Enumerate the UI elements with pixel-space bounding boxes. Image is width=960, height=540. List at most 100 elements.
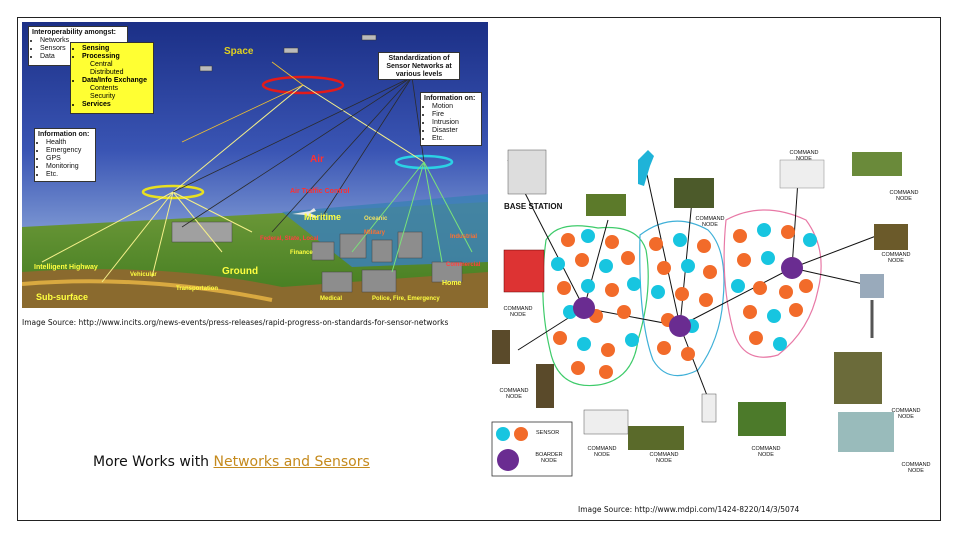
right-image-source: Image Source: http://www.mdpi.com/1424-8… (578, 505, 800, 514)
legend-boarder-label: BOARDER NODE (535, 452, 563, 464)
soldier-standing-icon (536, 364, 554, 408)
cluster-right (723, 209, 822, 358)
label-ground: Ground (222, 266, 259, 277)
sensor-node (681, 347, 695, 361)
police-car-icon (583, 409, 629, 435)
interop-title: Interoperability amongst: (32, 29, 117, 36)
radar-icon (860, 274, 884, 298)
boarder-node (573, 297, 595, 319)
sensor-node (731, 279, 745, 293)
sensor-node (577, 337, 591, 351)
sensor-node (617, 305, 631, 319)
sensor-node (673, 233, 687, 247)
command-node-label: COMMAND NODE (751, 446, 781, 458)
label-space: Space (224, 46, 254, 57)
sensor-node (681, 259, 695, 273)
sensor-node (675, 287, 689, 301)
sensor-node (697, 239, 711, 253)
sensor-node (737, 253, 751, 267)
headline-prefix: More Works with (93, 454, 214, 470)
interop-item: Data (40, 53, 124, 61)
sensor-node (625, 333, 639, 347)
rescue-helicopter-icon (838, 412, 894, 452)
uav-icon (638, 150, 654, 186)
sensor-node (789, 303, 803, 317)
sensor-node (767, 309, 781, 323)
legend-cyan-sensor (496, 427, 510, 441)
info-right-item: Etc. (432, 135, 478, 143)
sensor-node (599, 259, 613, 273)
label-finance: Finance (290, 250, 313, 256)
base-station-label: BASE STATION (504, 202, 563, 211)
info-left-item: GPS (46, 155, 92, 163)
slide-headline: More Works with Networks and Sensors (93, 454, 370, 470)
sensor-networks-illustration: Interoperability amongst: Networks Senso… (22, 22, 488, 308)
boarder-node (669, 315, 691, 337)
slide-frame (17, 17, 941, 521)
networks-sensors-link[interactable]: Networks and Sensors (213, 454, 370, 470)
sensor-node (575, 253, 589, 267)
label-air-traffic: Air Traffic Control (290, 188, 350, 195)
sensor-node (581, 279, 595, 293)
sensor-node (621, 251, 635, 265)
network-link (791, 179, 799, 269)
info-right-item: Disaster (432, 127, 478, 135)
info-right-box: Information on: Motion Fire Intrusion Di… (420, 92, 482, 146)
info-right-title: Information on: (424, 95, 476, 102)
info-left-box: Information on: Health Emergency GPS Mon… (34, 128, 96, 182)
sensor-tower-icon (701, 393, 717, 423)
sensor-node (761, 251, 775, 265)
command-node-label: COMMAND NODE (587, 446, 617, 458)
sensor-node (779, 285, 793, 299)
capability-item: Sensing (82, 45, 150, 53)
sensor-node (753, 281, 767, 295)
sensor-node (757, 223, 771, 237)
label-military: Military (364, 230, 386, 236)
label-transportation: Transportation (176, 286, 219, 292)
sensor-node (601, 343, 615, 357)
standardization-box: Standardization of Sensor Networks at va… (378, 52, 460, 80)
legend-orange-sensor (514, 427, 528, 441)
info-right-item: Intrusion (432, 119, 478, 127)
label-medical: Medical (320, 296, 343, 302)
command-node-label: COMMAND NODE (499, 388, 529, 400)
network-link (645, 169, 681, 327)
info-right-item: Fire (432, 111, 478, 119)
sensor-node (557, 281, 571, 295)
network-link (679, 325, 709, 399)
command-node-label: COMMAND NODE (695, 216, 725, 228)
label-air: Air (310, 154, 324, 165)
sensor-node (699, 293, 713, 307)
label-home: Home (442, 280, 462, 287)
label-federal: Federal, State, Local (260, 236, 319, 242)
boarder-node (781, 257, 803, 279)
sensor-node (799, 279, 813, 293)
capability-sub: Distributed (90, 69, 124, 76)
label-industrial: Industrial (450, 234, 478, 240)
illustration-scene (22, 22, 488, 308)
label-vehicular: Vehicular (130, 272, 157, 278)
network-link (791, 267, 873, 287)
command-node-label: COMMAND NODE (891, 408, 921, 420)
sensor-node (605, 235, 619, 249)
sensor-node (581, 229, 595, 243)
label-police: Police, Fire, Emergency (372, 296, 440, 302)
command-node-label: COMMAND NODE (901, 462, 931, 474)
label-oceanic: Oceanic (364, 216, 388, 222)
legend-sensor-label: SENSOR (536, 430, 560, 436)
capability-item: Processing (82, 53, 150, 61)
info-left-title: Information on: (38, 131, 90, 138)
sensor-node (649, 237, 663, 251)
label-sub-surface: Sub-surface (36, 292, 89, 302)
sensor-node (703, 265, 717, 279)
interop-item: Sensors (40, 45, 124, 53)
humvee-icon (674, 178, 714, 208)
fighter-jet-icon (874, 224, 908, 250)
military-truck-icon (738, 402, 786, 436)
sensor-node (551, 257, 565, 271)
command-node-label: COMMAND NODE (503, 306, 533, 318)
helicopter-icon (852, 152, 902, 176)
base-station-computer-icon (507, 149, 547, 195)
sensor-node (733, 229, 747, 243)
network-graph (491, 149, 908, 477)
